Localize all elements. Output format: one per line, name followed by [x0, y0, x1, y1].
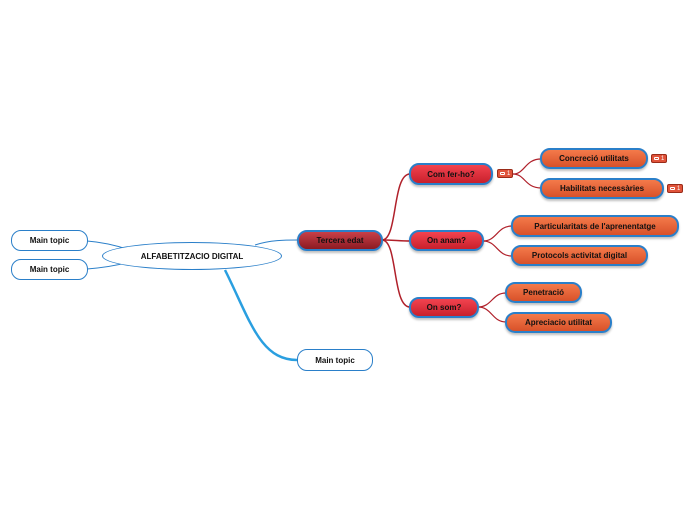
central-topic-label: ALFABETITZACIO DIGITAL: [140, 251, 244, 261]
leaf-particularitats[interactable]: Particularitats de l'aprenentatge: [511, 215, 679, 237]
connector-tercera-com: [381, 173, 411, 241]
leaf-label: Concreció utilitats: [559, 154, 629, 163]
note-count: 1: [661, 155, 665, 162]
note-badge-habilitats[interactable]: 1: [667, 184, 684, 193]
note-icon: [670, 187, 675, 190]
subtopic-com-fer-ho[interactable]: Com fer-ho?: [409, 163, 493, 185]
leaf-label: Particularitats de l'aprenentatge: [534, 221, 656, 231]
note-badge-concrecio[interactable]: 1: [651, 154, 668, 163]
subtopic-label: On anam?: [426, 236, 467, 245]
leaf-habilitats-necessaries[interactable]: Habilitats necessàries: [540, 178, 664, 199]
subtopic-label: Com fer-ho?: [427, 169, 475, 179]
main-topic-1[interactable]: Main topic: [11, 230, 88, 251]
leaf-label: Protocols activitat digital: [531, 251, 628, 260]
note-count: 1: [677, 185, 681, 192]
note-count: 1: [507, 170, 511, 177]
leaf-apreciacio-utilitat[interactable]: Apreciacio utilitat: [505, 312, 612, 333]
subtopic-on-som[interactable]: On som?: [409, 297, 479, 318]
connector-com-habilitats: [512, 173, 542, 189]
note-badge-com-fer-ho[interactable]: 1: [497, 169, 514, 178]
main-topic-label: Main topic: [29, 265, 70, 274]
main-topic-3[interactable]: Main topic: [297, 349, 373, 371]
note-icon: [654, 157, 659, 160]
main-topic-label: Main topic: [29, 236, 70, 245]
main-topic-2[interactable]: Main topic: [11, 259, 88, 280]
main-topic-label: Main topic: [315, 355, 355, 365]
connector-com-concrecio: [512, 158, 542, 175]
note-icon: [500, 172, 505, 175]
tercera-edat-topic[interactable]: Tercera edat: [297, 230, 383, 251]
central-topic[interactable]: ALFABETITZACIO DIGITAL: [102, 242, 282, 270]
leaf-label: Apreciacio utilitat: [524, 318, 593, 327]
connector-central-main-topic-3: [223, 269, 298, 362]
subtopic-label: On som?: [426, 303, 462, 312]
connector-anam-particularitats: [482, 225, 513, 242]
leaf-penetracio[interactable]: Penetració: [505, 282, 582, 303]
leaf-label: Habilitats necessàries: [559, 184, 645, 193]
connector-anam-protocols: [482, 240, 513, 257]
leaf-label: Penetració: [523, 288, 564, 297]
leaf-concrecio-utilitats[interactable]: Concreció utilitats: [540, 148, 648, 169]
tercera-edat-label: Tercera edat: [316, 236, 364, 245]
connector-central-tercera-edat: [254, 239, 299, 246]
leaf-protocols[interactable]: Protocols activitat digital: [511, 245, 648, 266]
connector-tercera-anam: [381, 239, 411, 242]
connector-som-penetracio: [477, 292, 507, 308]
subtopic-on-anam[interactable]: On anam?: [409, 230, 484, 251]
connector-tercera-som: [381, 239, 411, 308]
connector-som-apreciacio: [477, 306, 507, 323]
